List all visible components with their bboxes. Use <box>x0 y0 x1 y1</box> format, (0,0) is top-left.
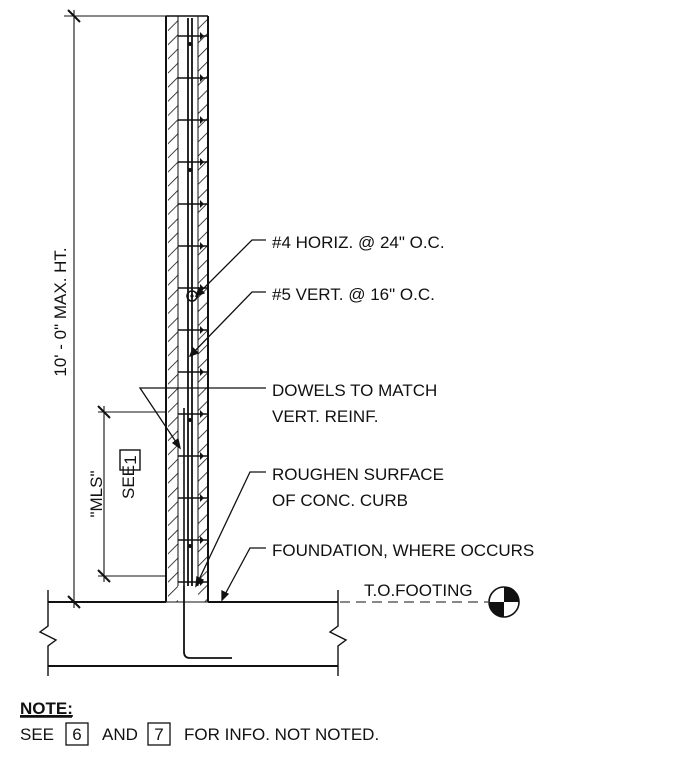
joint-tie-mark <box>200 326 204 334</box>
note-ref-box-a <box>65 722 89 746</box>
note-tail: FOR INFO. NOT NOTED. <box>184 725 379 744</box>
mls-label: "MLS" <box>87 470 106 517</box>
joint-tie-mark <box>200 452 204 460</box>
joint-tie-mark <box>200 536 204 544</box>
callout-dowels-line2: VERT. REINF. <box>272 407 378 426</box>
callout-roughen-line1: ROUGHEN SURFACE <box>272 465 444 484</box>
note-and: AND <box>102 725 138 744</box>
callout-dowels-line1: DOWELS TO MATCH <box>272 381 437 400</box>
callout-vert-reinf: #5 VERT. @ 16" O.C. <box>272 285 435 304</box>
note-heading: NOTE: <box>20 699 73 718</box>
joint-tie-mark <box>200 32 204 40</box>
height-dimension <box>64 9 166 609</box>
joint-tie-mark <box>200 74 204 82</box>
callout-footing-elevation: T.O.FOOTING <box>364 581 473 600</box>
leader-lines <box>138 239 266 602</box>
joint-tie-mark <box>200 242 204 250</box>
see-reference-box <box>119 449 141 471</box>
wall-joints <box>178 32 208 586</box>
mls-dimension <box>97 405 166 583</box>
note-ref-box-b <box>147 722 171 746</box>
joint-tie-mark <box>200 368 204 376</box>
see-reference-number: 1 <box>121 455 140 464</box>
callout-horiz-reinf: #4 HORIZ. @ 24" O.C. <box>272 233 445 252</box>
footing <box>38 586 348 676</box>
datum-target-icon <box>488 586 520 618</box>
note-see: SEE <box>20 725 54 744</box>
joint-tie-mark <box>200 200 204 208</box>
joint-tie-mark <box>200 116 204 124</box>
callout-roughen-line2: OF CONC. CURB <box>272 491 408 510</box>
joint-tie-mark <box>200 158 204 166</box>
note-ref-b: 7 <box>154 725 163 744</box>
height-dimension-label: 10' - 0" MAX. HT. <box>51 247 70 376</box>
joint-tie-mark <box>200 410 204 418</box>
masonry-wall <box>165 15 209 602</box>
callout-foundation: FOUNDATION, WHERE OCCURS <box>272 541 534 560</box>
note-ref-a: 6 <box>72 725 81 744</box>
joint-tie-mark <box>200 494 204 502</box>
see-label: SEE <box>119 465 138 499</box>
